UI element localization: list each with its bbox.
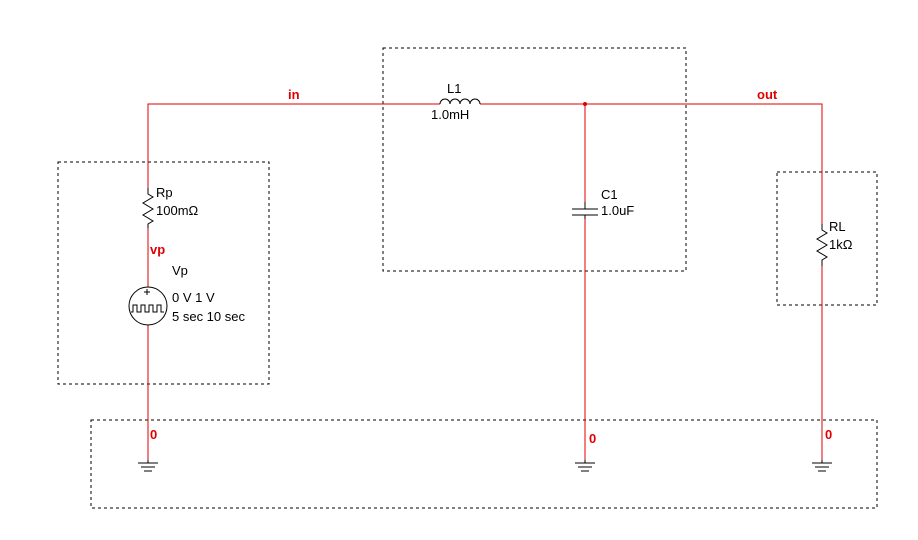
inductor-l1-symbol[interactable] — [439, 98, 481, 105]
pulse-source-vp-symbol[interactable] — [128, 286, 168, 326]
ground-left-symbol[interactable] — [138, 460, 158, 472]
c1-ref-label: C1 — [601, 187, 618, 202]
net-label-in: in — [288, 87, 300, 102]
rp-ref-label: Rp — [156, 185, 173, 200]
rl-ref-label: RL — [829, 219, 846, 234]
load-block-box[interactable] — [776, 171, 878, 306]
ground-block-box[interactable] — [90, 419, 878, 509]
c1-value-label: 1.0uF — [601, 203, 635, 218]
vp-pulse-timing-label: 5 sec 10 sec — [172, 309, 245, 324]
net-label-vp: vp — [150, 242, 166, 257]
net-label-ground-right: 0 — [825, 427, 833, 442]
lc-filter-block-box[interactable] — [382, 47, 687, 272]
ground-right-symbol[interactable] — [812, 460, 832, 472]
vp-pulse-levels-label: 0 V 1 V — [172, 290, 215, 305]
wire-in[interactable] — [147, 103, 440, 188]
resistor-rp-symbol[interactable] — [142, 188, 154, 228]
net-label-ground-mid: 0 — [589, 431, 597, 446]
net-label-ground-left: 0 — [150, 427, 158, 442]
l1-ref-label: L1 — [447, 81, 462, 96]
capacitor-c1-symbol[interactable] — [572, 202, 598, 219]
ground-mid-symbol[interactable] — [575, 460, 595, 472]
junction-dot — [583, 102, 587, 106]
resistor-rl-symbol[interactable] — [816, 224, 828, 266]
wire-out[interactable] — [480, 103, 823, 224]
rl-value-label: 1kΩ — [829, 237, 853, 252]
l1-value-label: 1.0mH — [431, 107, 470, 122]
vp-ref-label: Vp — [172, 263, 188, 278]
net-label-out: out — [757, 87, 778, 102]
rp-value-label: 100mΩ — [156, 203, 199, 218]
